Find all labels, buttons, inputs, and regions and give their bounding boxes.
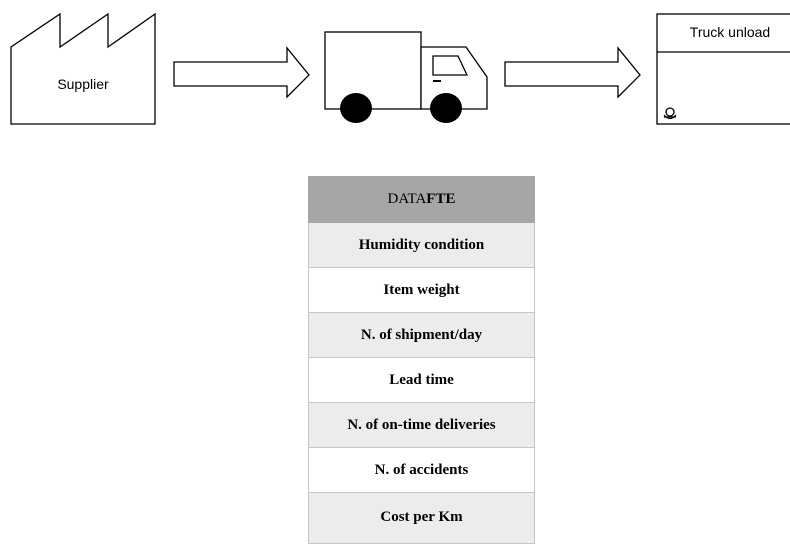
table-header-prefix: DATA	[387, 191, 427, 207]
arrow-right-icon	[173, 46, 310, 99]
truck-unload-box	[656, 13, 790, 125]
table-header-suffix: FTE	[426, 191, 456, 207]
truck-front-wheel	[430, 93, 462, 123]
table-row: N. of shipment/day	[308, 312, 535, 358]
table-row: N. of accidents	[308, 447, 535, 493]
truck-unload-label: Truck unload	[690, 24, 770, 40]
operator-icon	[663, 107, 677, 120]
truck-cargo-box	[324, 31, 422, 110]
truck-window	[432, 55, 469, 76]
supplier-node: Supplier	[10, 12, 156, 125]
table-cell: Item weight	[308, 267, 535, 313]
arrow-right-icon	[504, 46, 641, 99]
table-row: N. of on-time deliveries	[308, 402, 535, 448]
truck-icon	[324, 31, 488, 123]
table-row: Lead time	[308, 357, 535, 403]
table-row: Item weight	[308, 267, 535, 313]
table-row: Humidity condition	[308, 222, 535, 268]
factory-icon	[10, 12, 156, 125]
supplier-label: Supplier	[57, 76, 109, 92]
truck-door-handle	[433, 80, 441, 82]
process-flow-diagram: Supplier Truck unload	[10, 12, 790, 125]
table-row: Cost per Km	[308, 492, 535, 544]
table-header-cell: DATAFTE	[308, 176, 535, 223]
table-header-row: DATAFTE	[308, 176, 535, 223]
truck-rear-wheel	[340, 93, 372, 123]
table-cell: N. of accidents	[308, 447, 535, 493]
table-cell: N. of on-time deliveries	[308, 402, 535, 448]
table-cell: N. of shipment/day	[308, 312, 535, 358]
table-cell: Lead time	[308, 357, 535, 403]
truck-unload-node: Truck unload	[656, 13, 790, 125]
table-cell: Humidity condition	[308, 222, 535, 268]
data-table: DATAFTE Humidity condition Item weight N…	[308, 176, 535, 544]
table-cell: Cost per Km	[308, 492, 535, 544]
